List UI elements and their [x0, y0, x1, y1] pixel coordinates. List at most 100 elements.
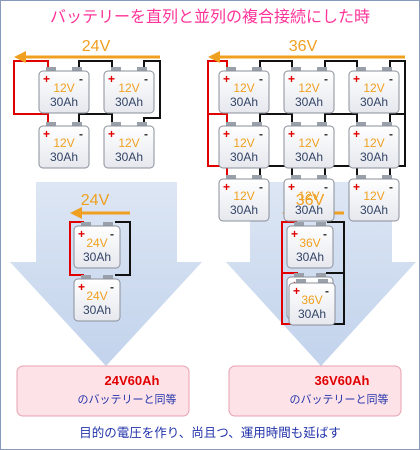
minus-sign: - — [389, 72, 393, 86]
terminal-negative — [317, 67, 327, 72]
terminal-negative — [137, 67, 147, 72]
battery-body — [103, 125, 155, 169]
terminal-positive — [81, 222, 91, 227]
minus-sign: - — [259, 127, 263, 141]
minus-sign: - — [389, 127, 393, 141]
terminal-negative — [252, 175, 262, 180]
battery-capacity: 30Ah — [298, 307, 326, 321]
plus-sign: + — [291, 227, 298, 241]
plus-sign: + — [78, 227, 85, 241]
voltage-arrow-head — [14, 51, 26, 63]
battery-capacity: 30Ah — [296, 250, 324, 264]
battery-voltage: 12V — [53, 136, 74, 150]
battery-voltage: 12V — [363, 81, 384, 95]
minus-sign: - — [259, 180, 263, 194]
minus-sign: - — [324, 72, 328, 86]
battery-capacity: 30Ah — [230, 203, 258, 217]
terminal-negative — [252, 122, 262, 127]
battery-capacity: 30Ah — [115, 95, 143, 109]
battery-capacity: 30Ah — [230, 95, 258, 109]
battery-voltage: 12V — [298, 81, 319, 95]
voltage-arrow-icon — [14, 51, 160, 63]
voltage-arrow-head — [208, 51, 220, 63]
battery-capacity: 30Ah — [83, 250, 111, 264]
battery-voltage: 36V — [299, 236, 320, 250]
battery-body — [103, 70, 155, 114]
plus-sign: + — [288, 127, 295, 141]
minus-sign: - — [144, 127, 148, 141]
battery-body — [283, 70, 335, 114]
plus-sign: + — [353, 180, 360, 194]
terminal-negative — [382, 175, 392, 180]
terminal-negative — [137, 122, 147, 127]
battery-body — [288, 282, 336, 326]
minus-sign: - — [79, 127, 83, 141]
battery-capacity: 30Ah — [50, 95, 78, 109]
voltage-arrow-head — [70, 207, 82, 219]
left-result-box — [16, 365, 190, 417]
plus-sign: + — [223, 180, 230, 194]
left-mid-positive-wire — [69, 221, 84, 276]
battery-voltage: 24V — [86, 289, 107, 303]
terminal-positive — [291, 67, 301, 72]
battery-body — [73, 225, 121, 269]
battery-voltage: 12V — [233, 189, 254, 203]
battery-voltage: 12V — [118, 136, 139, 150]
terminal-negative — [252, 67, 262, 72]
terminal-positive — [356, 175, 366, 180]
battery-voltage: 12V — [233, 136, 254, 150]
left-top-voltage-label: 24V — [82, 38, 111, 55]
terminal-positive — [291, 122, 301, 127]
battery-capacity: 30Ah — [295, 150, 323, 164]
battery-body — [348, 125, 400, 169]
terminal-negative — [317, 175, 327, 180]
battery-capacity: 30Ah — [50, 150, 78, 164]
minus-sign: - — [110, 280, 114, 294]
terminal-positive — [226, 122, 236, 127]
battery-capacity: 30Ah — [295, 203, 323, 217]
battery-voltage: 36V — [301, 293, 322, 307]
plus-sign: + — [293, 284, 300, 298]
battery-voltage: 12V — [298, 189, 319, 203]
battery-voltage: 24V — [86, 236, 107, 250]
battery-voltage: 12V — [118, 81, 139, 95]
left-mid-negative-wire — [115, 221, 131, 276]
battery-capacity: 30Ah — [115, 150, 143, 164]
terminal-negative — [103, 275, 113, 280]
terminal-positive — [294, 222, 304, 227]
plus-sign: + — [288, 180, 295, 194]
battery-body — [218, 125, 270, 169]
battery-capacity: 30Ah — [360, 203, 388, 217]
minus-sign: - — [323, 227, 327, 241]
terminal-positive — [111, 122, 121, 127]
terminal-positive — [356, 122, 366, 127]
plus-sign: + — [43, 127, 50, 141]
battery-body — [38, 125, 90, 169]
battery-capacity: 30Ah — [83, 303, 111, 317]
page-title: バッテリーを直列と並列の複合接続にした時 — [50, 7, 370, 26]
battery-capacity: 30Ah — [295, 95, 323, 109]
battery-voltage: 12V — [363, 136, 384, 150]
battery-voltage: 12V — [363, 189, 384, 203]
terminal-positive — [81, 275, 91, 280]
footer-caption: 目的の電圧を作り、尚且つ、運用時間も延ばす — [79, 425, 341, 440]
minus-sign: - — [79, 72, 83, 86]
terminal-positive — [46, 122, 56, 127]
minus-sign: - — [389, 180, 393, 194]
terminal-negative — [382, 67, 392, 72]
plus-sign: + — [223, 72, 230, 86]
left-result-label: 24V60Ah — [105, 373, 160, 388]
battery-body — [286, 225, 334, 269]
terminal-negative — [316, 222, 326, 227]
